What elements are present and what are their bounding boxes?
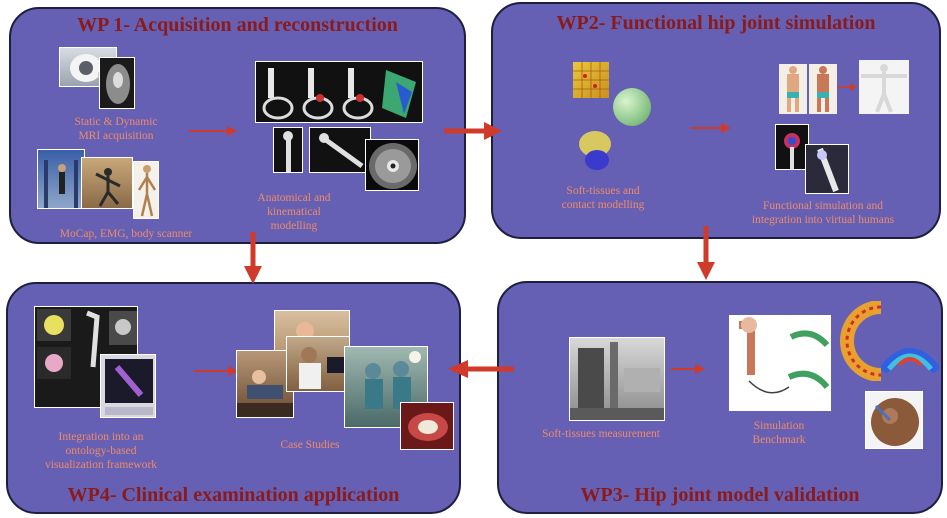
wp3-internal-arrow xyxy=(671,364,705,374)
leg-render-image xyxy=(805,144,849,194)
femur-long-image xyxy=(309,127,371,173)
case-label: Case Studies xyxy=(280,439,340,451)
wp1-to-wp4-arrow xyxy=(244,232,262,284)
sphere-image xyxy=(613,88,651,126)
wp4-internal-arrow xyxy=(194,366,238,376)
mri-viewer-image xyxy=(34,306,138,408)
wp3-to-wp4-arrow xyxy=(448,360,514,378)
skeleton-figure-image xyxy=(133,161,159,219)
pelvis-mesh-image xyxy=(577,128,617,172)
wp2-title: WP2- Functional hip joint simulation xyxy=(556,12,876,34)
viewer-window-image xyxy=(100,354,156,418)
measurement-label: Soft-tissues measurement xyxy=(542,428,660,440)
wp2-panel: WP2- Functional hip joint simulation Sof… xyxy=(491,2,941,239)
dancer-image xyxy=(81,157,133,209)
benchmark-label: Simulation Benchmark xyxy=(752,420,806,446)
rainbow-map-image xyxy=(879,341,941,375)
wp2-internal-arrow xyxy=(691,123,731,133)
avatar-image xyxy=(859,60,909,114)
hip-socket-image xyxy=(400,402,454,450)
integration-label: Integration into an ontology-based visua… xyxy=(44,431,158,471)
femur-image xyxy=(273,127,303,173)
wp1-internal-arrow xyxy=(189,126,237,136)
softtissue-label: Soft-tissues and contact modelling xyxy=(561,185,645,211)
wp3-title: WP3- Hip joint model validation xyxy=(580,484,860,506)
wp2-small-arrow xyxy=(837,83,857,91)
femoral-head-image xyxy=(865,391,923,449)
wp1-title: WP 1- Acquisition and reconstruction xyxy=(77,14,398,36)
mocap-studio-image xyxy=(37,149,85,209)
surgery-photo-image xyxy=(344,346,428,428)
functional-label: Functional simulation and integration in… xyxy=(751,200,895,226)
mri-slice-image xyxy=(99,57,135,109)
hip-render-image xyxy=(255,61,423,123)
wp1-to-wp2-arrow xyxy=(444,122,502,140)
wp4-panel: WP4- Clinical examination application In… xyxy=(6,282,461,514)
cartilage-ring-image xyxy=(831,300,891,382)
anatomical-label: Anatomical and kinematical modelling xyxy=(257,192,331,232)
lab-equipment-image xyxy=(569,337,665,421)
mri-label: Static & Dynamic MRI acquisition xyxy=(74,116,158,142)
body-front-image xyxy=(779,64,807,114)
hip-diagram-image xyxy=(729,315,831,411)
ct-crosssection-image xyxy=(365,139,419,191)
wp1-panel: WP 1- Acquisition and reconstruction Sta… xyxy=(9,7,466,244)
mesh-cube-image xyxy=(573,62,609,98)
body-back-image xyxy=(809,64,837,114)
wp3-panel: WP3- Hip joint model validation Soft-tis… xyxy=(497,281,943,514)
wp4-title: WP4- Clinical examination application xyxy=(67,484,400,506)
mocap-label: MoCap, EMG, body scanner xyxy=(59,228,193,240)
desk-photo-image xyxy=(286,336,350,392)
wp2-to-wp3-arrow xyxy=(697,226,715,280)
hip-overlay-image xyxy=(775,124,809,170)
